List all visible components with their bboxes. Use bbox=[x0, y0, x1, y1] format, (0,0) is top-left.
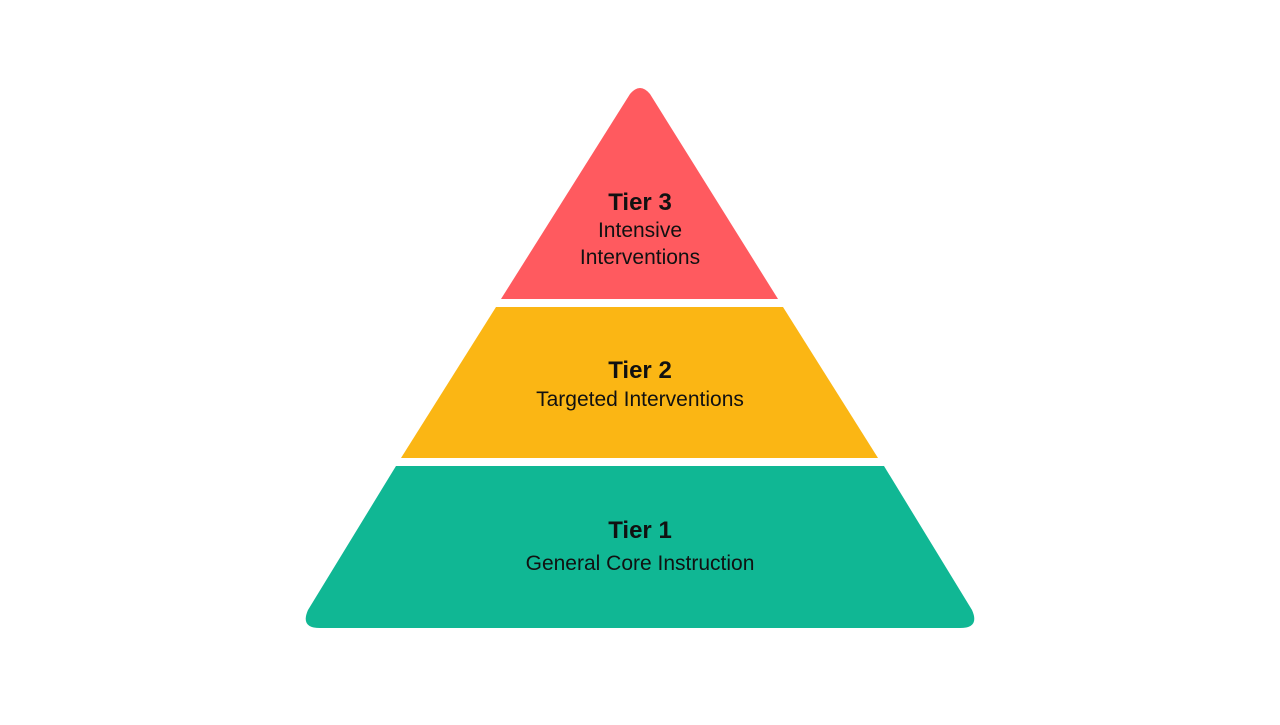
tier-2-group: Tier 2 Targeted Interventions bbox=[401, 307, 878, 458]
tier-3-label-line-1: Intensive bbox=[598, 219, 682, 242]
tier-3-title: Tier 3 bbox=[608, 189, 672, 216]
tier-3-label-line-2: Interventions bbox=[580, 246, 700, 269]
tier-3-shape bbox=[501, 88, 778, 299]
tier-1-group: Tier 1 General Core Instruction bbox=[305, 466, 975, 628]
tier-3-group: Tier 3 Intensive Interventions bbox=[501, 88, 778, 299]
tier-2-title: Tier 2 bbox=[608, 357, 672, 384]
tier-2-label-line-1: Targeted Interventions bbox=[536, 388, 744, 411]
tier-1-shape bbox=[305, 466, 975, 628]
tier-1-label-line-1: General Core Instruction bbox=[526, 552, 755, 575]
tier-1-title: Tier 1 bbox=[608, 517, 672, 544]
tier-2-shape bbox=[401, 307, 878, 458]
